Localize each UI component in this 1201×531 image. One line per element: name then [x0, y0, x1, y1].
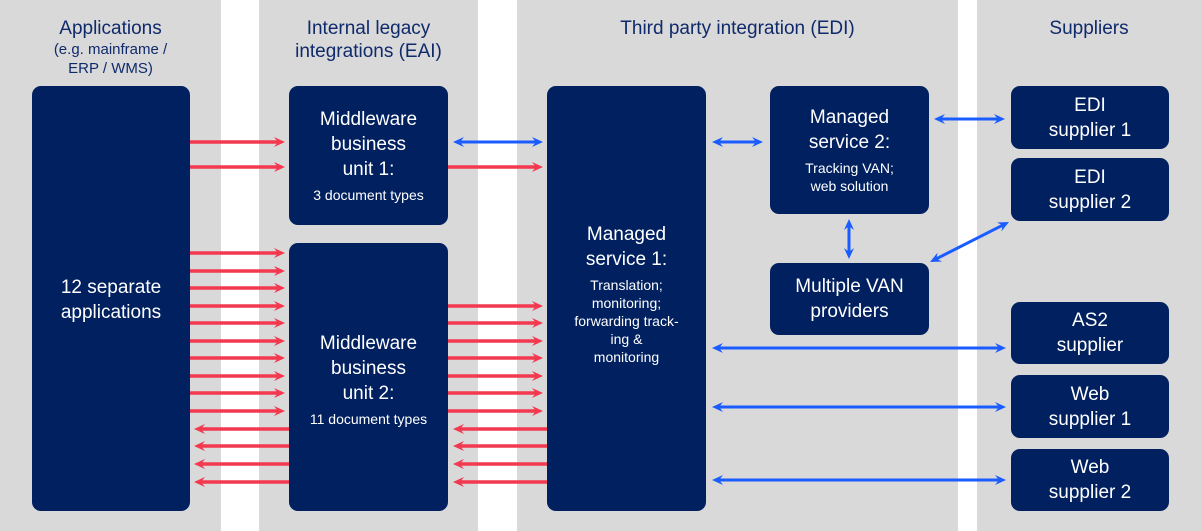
managed-service-1-box: Managed service 1: Translation; monitori… [547, 86, 706, 511]
column-title-edi: Third party integration (EDI) [620, 18, 855, 39]
managed-service-2-detail: Tracking VAN; web solution [805, 160, 894, 194]
middleware-unit-2-detail: 11 document types [309, 411, 428, 427]
column-title-applications: Applications [59, 18, 162, 39]
edi-supplier-1-box: EDI supplier 1 [1011, 86, 1169, 149]
as2-supplier-box: AS2 supplier [1011, 302, 1169, 364]
column-subtitle-applications: (e.g. mainframe / ERP / WMS) [53, 41, 168, 77]
as2-supplier-label: AS2 supplier [1056, 310, 1124, 356]
web-supplier-1-label: Web supplier 1 [1048, 383, 1132, 430]
van-providers-box: Multiple VAN providers [770, 263, 929, 335]
middleware-unit-1-detail: 3 document types [313, 187, 424, 203]
middleware-unit-2-label: Middleware business unit 2: [319, 333, 418, 404]
edi-supplier-2-label: EDI supplier 2 [1048, 166, 1132, 213]
web-supplier-2-label: Web supplier 2 [1048, 457, 1132, 503]
column-title-suppliers: Suppliers [1049, 18, 1129, 39]
middleware-unit-1-label: Middleware business unit 1: [319, 109, 418, 180]
applications-label: 12 separate applications [60, 277, 162, 323]
middleware-unit-1-box: Middleware business unit 1: 3 document t… [289, 86, 448, 225]
web-supplier-1-box: Web supplier 1 [1011, 375, 1169, 438]
managed-service-1-detail: Translation; monitoring; forwarding trac… [574, 277, 679, 365]
managed-service-2-box: Managed service 2: Tracking VAN; web sol… [770, 86, 929, 214]
edi-supplier-2-box: EDI supplier 2 [1011, 158, 1169, 221]
managed-service-1-label: Managed service 1: [585, 224, 668, 270]
column-title-eai: Internal legacy integrations (EAI) [295, 18, 442, 62]
web-supplier-2-box: Web supplier 2 [1011, 449, 1169, 511]
applications-box: 12 separate applications [32, 86, 190, 511]
van-providers-label: Multiple VAN providers [795, 276, 904, 322]
middleware-unit-2-box: Middleware business unit 2: 11 document … [289, 243, 448, 511]
edi-supplier-1-label: EDI supplier 1 [1048, 94, 1132, 141]
managed-service-2-label: Managed service 2: [808, 107, 891, 153]
